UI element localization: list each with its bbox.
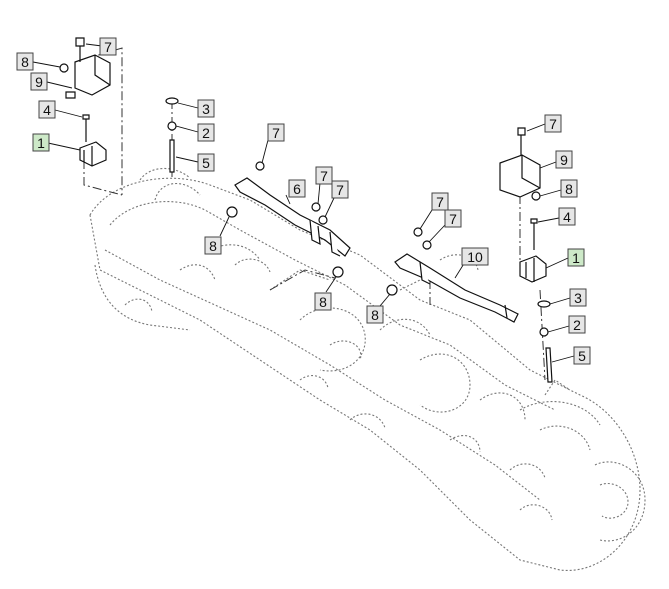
svg-text:5: 5 [578,348,586,364]
callout-left-8: 8 [16,52,34,71]
svg-text:7: 7 [436,194,444,210]
svg-text:8: 8 [209,238,217,254]
svg-text:5: 5 [202,155,210,171]
callout-left-2: 2 [197,123,215,142]
right-mount-parts [499,127,553,383]
cover-right [499,154,541,198]
callout-right-4: 4 [558,207,576,226]
svg-text:7: 7 [549,116,557,132]
axle-housing-ghost [89,167,646,571]
callout-left-4: 4 [38,100,56,119]
svg-text:8: 8 [371,307,379,323]
nut-left-2 [167,121,177,131]
alignment-lines [81,47,546,381]
svg-text:8: 8 [565,181,573,197]
washer-right-3 [537,300,551,308]
svg-text:9: 9 [35,74,43,90]
callout-right-8: 8 [560,179,578,198]
bolt-right-top [517,127,526,136]
callout-right-5: 5 [573,346,591,365]
callout-mid-7a: 7 [267,123,285,142]
callout-mid-7b: 7 [315,166,333,185]
nut-m-8b [332,266,344,278]
svg-text:10: 10 [467,249,483,265]
svg-text:1: 1 [37,135,45,151]
nut-right-2 [539,327,549,337]
bolt-m-7b [311,202,321,212]
callout-right-9: 9 [555,150,573,169]
callout-mid-8a: 8 [204,236,222,255]
svg-text:6: 6 [293,181,301,197]
leader-lines [32,43,575,363]
center-brackets [226,161,519,323]
svg-text:8: 8 [21,54,29,70]
svg-text:2: 2 [573,317,581,333]
svg-text:3: 3 [574,290,582,306]
callout-left-9: 9 [30,72,48,91]
callout-left-3: 3 [197,99,215,118]
bracket-right-1 [519,255,547,283]
callout-mid-7c: 7 [331,180,349,199]
bolt-left-top [75,37,85,47]
callout-mid-7e: 7 [444,209,462,228]
callout-left-1: 1 [32,133,50,152]
callout-right-10: 10 [461,247,489,266]
nut-right-8 [531,191,541,201]
bolt-m-7e [422,240,432,250]
svg-text:4: 4 [563,209,571,225]
callout-left-5: 5 [197,153,215,172]
nut-left-8 [59,63,69,73]
bolt-m-7d [413,227,423,237]
callout-right-2: 2 [568,315,586,334]
svg-text:4: 4 [43,102,51,118]
callout-mid-7d: 7 [431,192,449,211]
svg-text:7: 7 [449,211,457,227]
bracket-left-1 [79,141,107,167]
callout-left-6: 6 [288,179,306,198]
svg-text:7: 7 [272,125,280,141]
svg-text:2: 2 [202,125,210,141]
callout-left-7: 7 [99,37,117,56]
callout-mid-8c: 8 [366,305,384,324]
callout-right-3: 3 [569,288,587,307]
bolt-m-7c [318,215,328,225]
svg-text:3: 3 [202,101,210,117]
svg-text:9: 9 [560,152,568,168]
bracket-6 [234,177,351,257]
bolt-m-7a [255,161,265,171]
svg-text:7: 7 [336,182,344,198]
bracket-10 [394,253,519,323]
nut-m-8a [226,206,238,218]
nut-m-8c [386,284,398,296]
callout-right-7: 7 [544,114,562,133]
svg-text:8: 8 [319,294,327,310]
stud-left-5 [169,139,175,173]
callout-right-1: 1 [567,248,585,267]
left-mount-parts [59,37,179,173]
svg-text:7: 7 [104,39,112,55]
washer-left-3 [165,97,179,105]
svg-text:7: 7 [320,168,328,184]
svg-text:1: 1 [572,250,580,266]
callout-mid-8b: 8 [314,292,332,311]
stud-right-5 [545,347,553,383]
